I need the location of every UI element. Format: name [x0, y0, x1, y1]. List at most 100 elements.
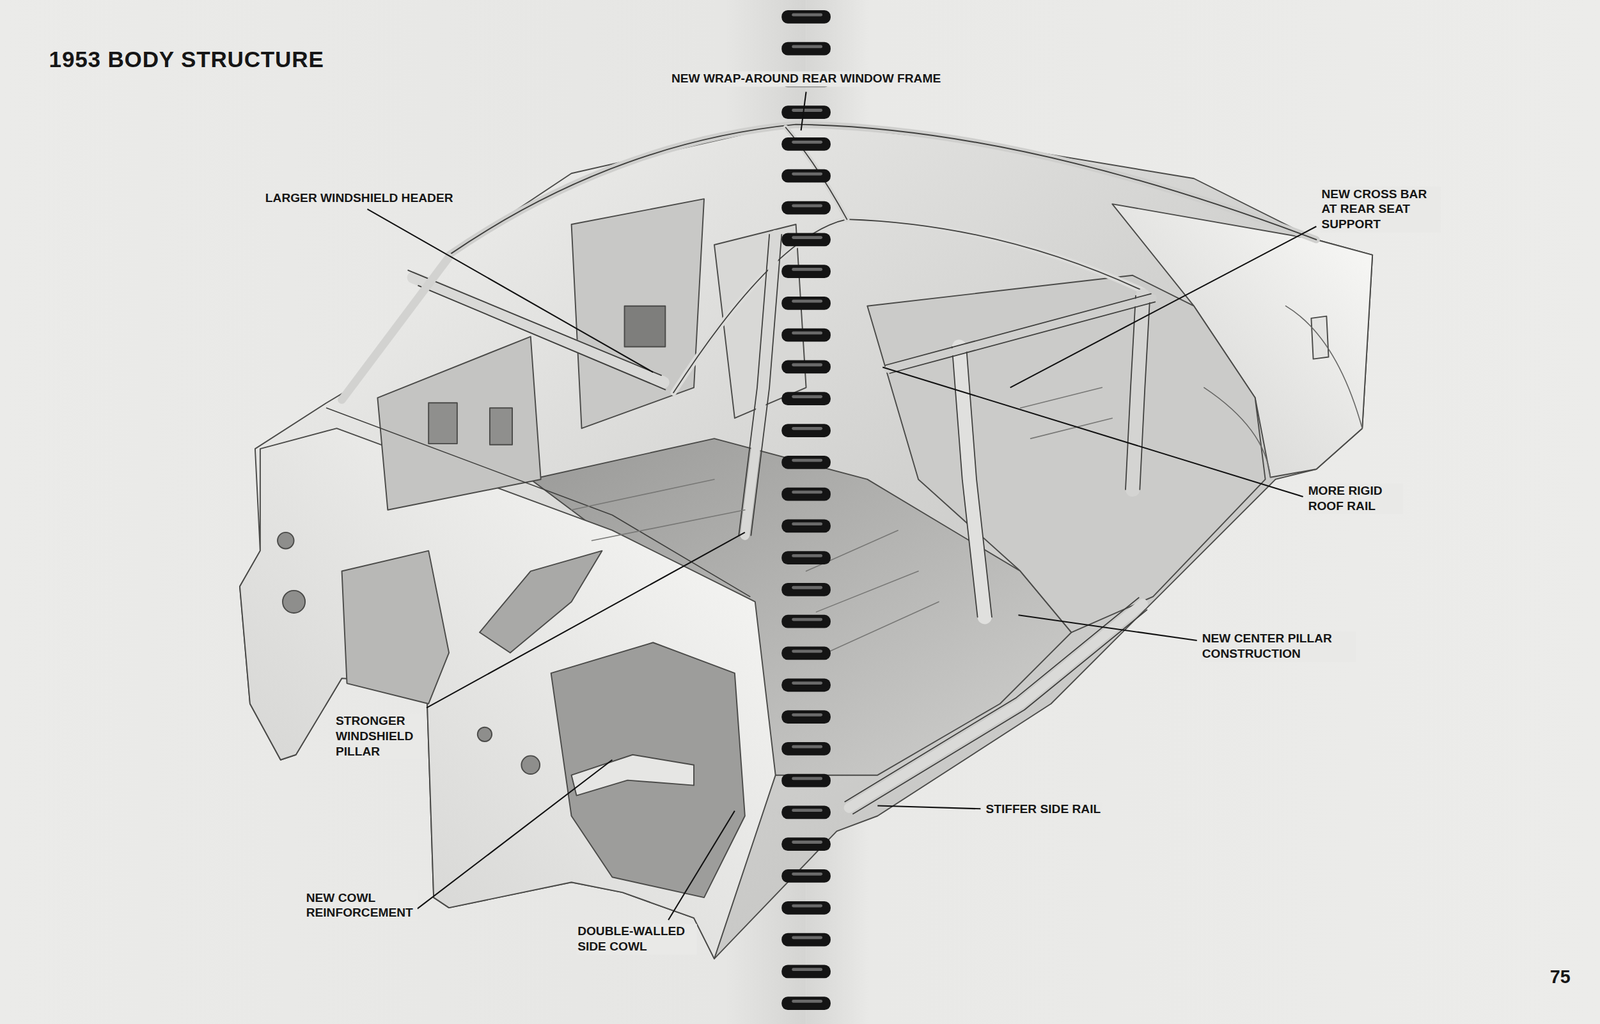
callout-label: STRONGER WINDSHIELD PILLAR	[334, 714, 424, 761]
page-title: 1953 BODY STRUCTURE	[49, 46, 325, 73]
binding-loop	[781, 360, 831, 375]
callout-label: NEW CROSS BAR AT REAR SEAT SUPPORT	[1320, 186, 1441, 233]
windshield-pillar	[342, 257, 450, 400]
binding-loop-shine	[791, 618, 823, 622]
binding-loop	[781, 678, 831, 692]
floor-rib	[571, 387, 1113, 653]
binding-loop	[781, 806, 831, 820]
panel-hole	[277, 532, 295, 550]
leader-line	[1018, 615, 1197, 641]
body-seam	[1204, 306, 1363, 478]
binding-loop	[781, 615, 831, 629]
binding-loop	[781, 423, 831, 438]
binding-loop-body	[781, 933, 831, 948]
binding-loop-shine	[791, 808, 823, 813]
binding-loop	[781, 487, 831, 502]
binding-loop-shine	[791, 203, 823, 208]
rear-door-panel	[571, 198, 705, 429]
binding-loop-body	[781, 806, 831, 820]
binding-loop-shine	[791, 586, 823, 590]
center-pillar	[952, 347, 992, 618]
windshield-pillar	[738, 234, 782, 536]
binding-loop-body	[781, 901, 831, 916]
rear-floor	[867, 275, 1265, 633]
binding-loop-shine	[791, 13, 823, 17]
binding-loop	[781, 742, 831, 756]
leader-line	[882, 367, 1303, 497]
binding-loop-shine	[791, 459, 823, 463]
binding-loop-body	[781, 583, 831, 597]
binding-loop	[781, 232, 831, 247]
binding-loop-body	[781, 837, 831, 852]
binding-loop-shine	[791, 363, 823, 367]
cowl-cutaway	[479, 551, 602, 654]
binding-loop-body	[781, 137, 831, 151]
binding-loop-body	[781, 678, 831, 692]
door-opening	[428, 402, 458, 444]
binding-loop	[781, 710, 831, 724]
binding-loop-body	[781, 551, 831, 565]
structure-members	[326, 124, 1363, 815]
cowl-panel	[239, 428, 776, 960]
binding-loop	[781, 42, 831, 56]
binding-loop-shine	[791, 331, 823, 336]
callout-label: LARGER WINDSHIELD HEADER	[264, 190, 455, 206]
binding-loop-shine	[791, 904, 823, 909]
binding-loop-body	[781, 710, 831, 724]
door-opening	[489, 407, 513, 445]
windshield-pillar	[745, 234, 776, 536]
binding-loop	[781, 169, 831, 183]
binding-loop-body	[781, 423, 831, 438]
binding-loop	[781, 901, 831, 916]
binding-loop	[781, 10, 831, 24]
binding-loop-shine	[791, 172, 823, 176]
leader-line	[801, 92, 807, 132]
binding-loop-shine	[791, 267, 823, 272]
binding-loop-body	[781, 774, 831, 788]
windshield-header	[413, 277, 664, 383]
callout-label: NEW COWL REINFORCEMENT	[305, 890, 418, 922]
cowl-top-edge	[326, 407, 751, 597]
binding-loop-shine	[791, 427, 823, 431]
binding-loop-shine	[791, 777, 823, 781]
binding-loop	[781, 264, 831, 279]
rear-window-frame	[785, 127, 848, 220]
callout-label: MORE RIGID ROOF RAIL	[1307, 483, 1404, 515]
page-number: 75	[1550, 967, 1571, 990]
callout-label: NEW CENTER PILLAR CONSTRUCTION	[1200, 631, 1357, 663]
binding-loop	[781, 583, 831, 597]
spiral-binding	[781, 10, 831, 1011]
binding-loop	[781, 519, 831, 533]
panel-hole	[282, 590, 306, 614]
binding-loop-shine	[791, 45, 823, 49]
binding-loop-shine	[791, 490, 823, 494]
binding-loop-body	[781, 360, 831, 375]
binding-loop-shine	[791, 522, 823, 526]
callout-label: STIFFER SIDE RAIL	[984, 801, 1102, 818]
roof-rail	[448, 124, 1317, 256]
binding-loop-body	[781, 169, 831, 183]
binding-loop-shine	[791, 745, 823, 749]
binding-loop	[781, 328, 831, 343]
binding-loop	[781, 774, 831, 788]
dash-panel	[342, 551, 450, 705]
binding-loop-body	[781, 742, 831, 756]
leader-line	[417, 760, 613, 910]
leader-lines	[367, 92, 1317, 921]
binding-loop-shine	[791, 681, 823, 685]
binding-loop	[781, 201, 831, 215]
side-rail	[844, 597, 1147, 815]
callout-label: DOUBLE-WALLED SIDE COWL	[576, 924, 698, 956]
cowl-reinforcement	[571, 755, 694, 797]
rear-seat-cross-bar	[885, 294, 1155, 374]
panel-hole	[477, 727, 492, 742]
binding-loop-body	[781, 42, 831, 56]
body-shell	[239, 122, 1373, 959]
binding-loop	[781, 105, 831, 119]
binding-loop-body	[781, 105, 831, 119]
binding-loop-shine	[791, 108, 823, 112]
binding-loop-shine	[791, 299, 823, 304]
leader-line	[1010, 226, 1317, 388]
binding-loop	[781, 837, 831, 852]
